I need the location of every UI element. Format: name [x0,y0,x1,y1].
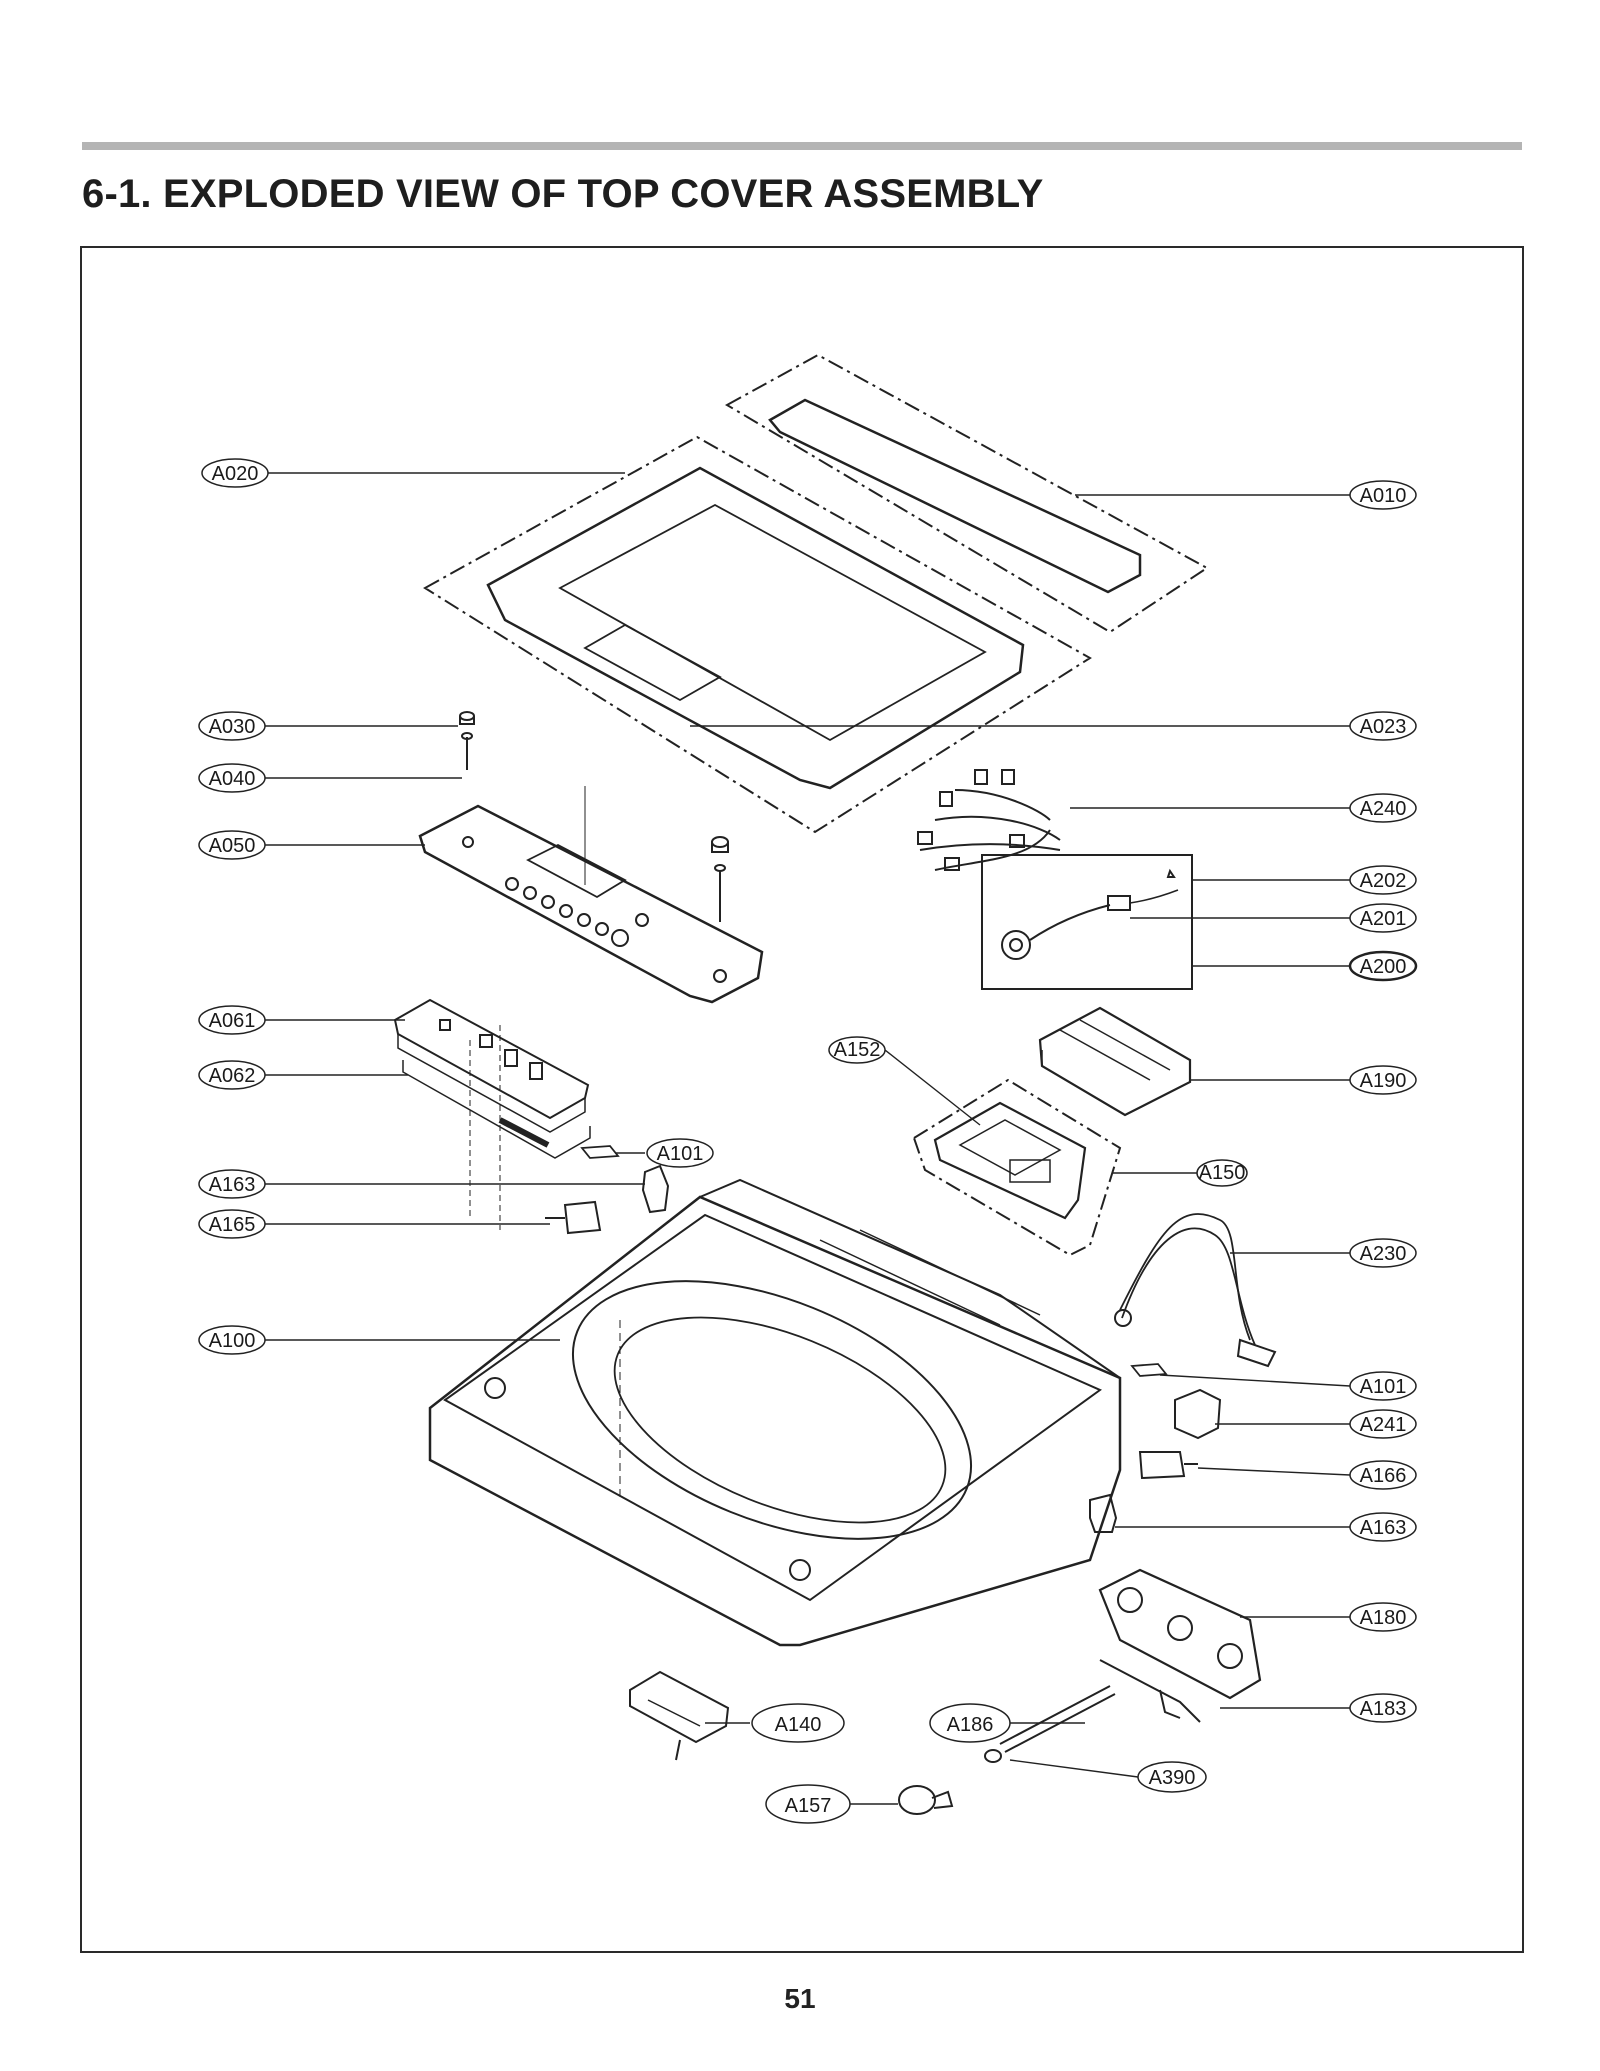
callout-a061: A061 [209,1010,256,1032]
part-a140-lid-switch [629,1670,730,1761]
part-a050-control-panel [418,786,764,1004]
part-a020-lid [423,435,1092,834]
callout-a241: A241 [1360,1414,1407,1436]
page-number: 51 [784,1983,816,2014]
callout-a023: A023 [1360,716,1407,738]
callout-a186: A186 [947,1714,994,1736]
callout-a165: A165 [209,1214,256,1236]
part-a157-funnel [898,1785,954,1815]
callout-a180: A180 [1360,1607,1407,1629]
part-a100-top-frame [428,1178,1122,1647]
part-a030-a040-screws [459,711,729,922]
part-a163-a165-a166-switches [545,1164,1198,1533]
callout-a101-left: A101 [657,1143,704,1165]
leader-lines [265,472,1351,1805]
diagram-frame [80,246,1524,1953]
callout-a240: A240 [1360,798,1407,820]
part-a240-harness [917,769,1061,871]
callout-a157: A157 [785,1795,832,1817]
callout-a390: A390 [1149,1767,1196,1789]
callout-a163-left: A163 [209,1174,256,1196]
callout-a150: A150 [1199,1162,1246,1184]
part-a230-wire [1114,1213,1277,1368]
callout-a062: A062 [209,1065,256,1087]
callout-a040: A040 [209,768,256,790]
callout-a166: A166 [1360,1465,1407,1487]
page-title: 6-1. EXPLODED VIEW OF TOP COVER ASSEMBLY [82,172,1044,216]
callout-a101-right: A101 [1360,1376,1407,1398]
part-a010-cover-panel [724,353,1209,634]
callout-a030: A030 [209,716,256,738]
part-a061-a062-pcb [393,998,591,1230]
part-a200-pressure-switch [981,854,1193,990]
callout-ovals [198,458,1418,1824]
part-a101-clips [580,1145,1168,1377]
part-a190-dispenser [1038,1006,1192,1117]
part-a180-a183-valves [1098,1568,1262,1723]
callout-a200: A200 [1360,956,1407,978]
callout-a100: A100 [209,1330,256,1352]
callout-a010: A010 [1360,485,1407,507]
callout-a190: A190 [1360,1070,1407,1092]
callout-labels: A020 A010 A030 A040 A023 A050 A240 A202 … [209,463,1407,1817]
callout-a020: A020 [212,463,259,485]
callout-a183: A183 [1360,1698,1407,1720]
top-rule [82,142,1522,150]
callout-a050: A050 [209,835,256,857]
callout-a230: A230 [1360,1243,1407,1265]
callout-a140: A140 [775,1714,822,1736]
callout-a201: A201 [1360,908,1407,930]
callout-a163-right: A163 [1360,1517,1407,1539]
part-a150-a152-drawer [912,1078,1122,1257]
callout-a202: A202 [1360,870,1407,892]
part-a241-block [1174,1388,1222,1440]
callout-a152: A152 [834,1039,881,1061]
